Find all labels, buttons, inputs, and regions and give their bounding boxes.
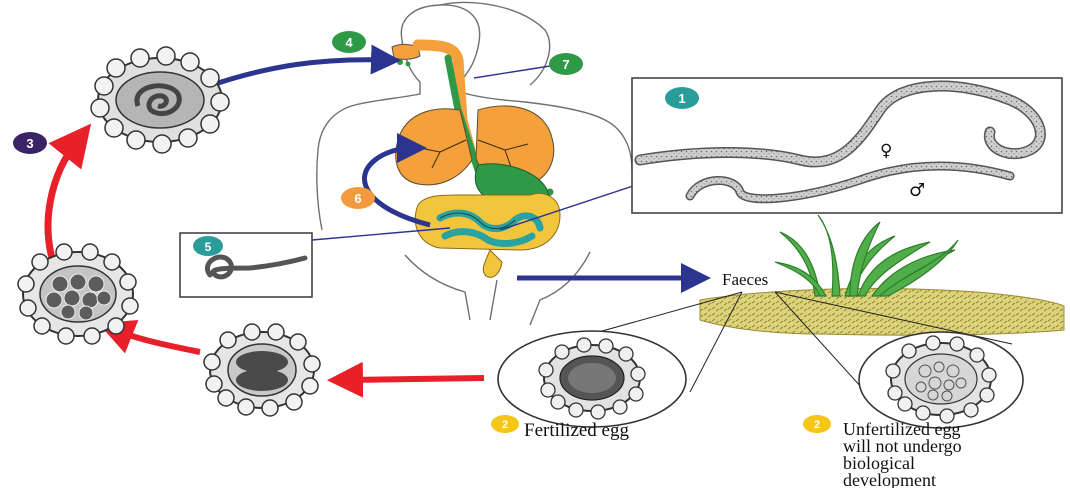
svg-text:7: 7 bbox=[562, 57, 569, 72]
step-badge-1: 1 bbox=[665, 87, 699, 109]
step-badge-4: 4 bbox=[332, 31, 366, 53]
step-badge-3: 3 bbox=[13, 132, 47, 154]
fertilized-egg-label: Fertilized egg bbox=[524, 420, 629, 442]
step-badge-7: 7 bbox=[549, 53, 583, 75]
arrow-cleavage-to-morula bbox=[115, 330, 200, 352]
unfertilized-egg-label-line: development bbox=[843, 472, 1063, 488]
male-symbol: ♂ bbox=[909, 180, 925, 201]
grass bbox=[775, 215, 958, 296]
faeces-label: Faeces bbox=[722, 270, 768, 290]
svg-text:3: 3 bbox=[26, 136, 33, 151]
step-badge-2-unfertilized: 2 bbox=[803, 415, 831, 433]
step-badge-6: 6 bbox=[341, 187, 375, 209]
morula-stage-egg bbox=[18, 244, 138, 344]
svg-text:5: 5 bbox=[205, 240, 212, 254]
svg-text:1: 1 bbox=[678, 91, 685, 106]
unfertilized-egg-circle bbox=[859, 332, 1023, 428]
rectum bbox=[483, 250, 502, 277]
svg-text:2: 2 bbox=[814, 419, 820, 431]
svg-text:6: 6 bbox=[354, 191, 361, 206]
arrow-ingestion bbox=[215, 60, 386, 84]
female-symbol: ♀ bbox=[880, 141, 892, 161]
embryonated-egg-with-larva bbox=[91, 47, 229, 153]
fertilized-egg-circle bbox=[498, 331, 686, 427]
two-cell-stage-egg bbox=[204, 324, 320, 416]
svg-text:2: 2 bbox=[502, 419, 508, 431]
step-badge-5: 5 bbox=[193, 236, 223, 256]
svg-text:4: 4 bbox=[345, 35, 353, 50]
step-badge-2-fertilized: 2 bbox=[491, 415, 519, 433]
arrow-egg-development bbox=[345, 378, 484, 380]
unfertilized-egg-label: Unfertilized egg will not undergo biolog… bbox=[843, 421, 1063, 488]
